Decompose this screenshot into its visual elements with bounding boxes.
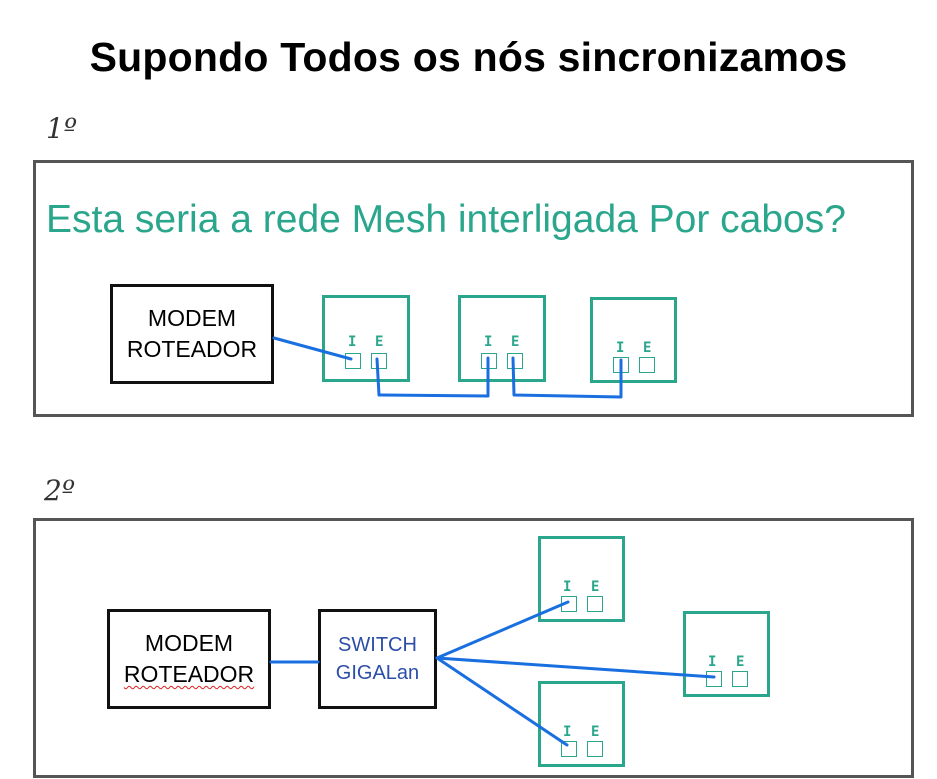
mesh-node-top: I E [538, 536, 625, 622]
port-e [732, 671, 748, 687]
port-i [561, 596, 577, 612]
scenario-1-question: Esta seria a rede Mesh interligada Por c… [46, 198, 846, 241]
port-i-label: I [708, 654, 717, 670]
step-1-label: 1º [46, 112, 77, 145]
mesh-node-bottom: I E [538, 681, 625, 767]
router-label: ROTEADOR [126, 336, 258, 362]
port-e [507, 353, 523, 369]
step-2-label: 2º [44, 474, 75, 507]
port-e-label: E [591, 579, 600, 595]
port-e [639, 357, 655, 373]
modem-label: MODEM [147, 305, 237, 331]
port-i [613, 357, 629, 373]
port-i [481, 353, 497, 369]
scenario-1-panel [33, 160, 914, 417]
router-label: ROTEADOR [123, 661, 255, 687]
mesh-node-right: I E [683, 611, 770, 697]
port-i-label: I [484, 334, 493, 350]
port-e [371, 353, 387, 369]
mesh-node-1: I E [322, 295, 410, 382]
port-e-label: E [511, 334, 520, 350]
port-e-label: E [375, 334, 384, 350]
page-title: Supondo Todos os nós sincronizamos [89, 34, 848, 80]
port-i [706, 671, 722, 687]
modem-router-box: MODEM ROTEADOR [107, 609, 271, 709]
switch-model-label: GIGALan [335, 662, 420, 684]
port-i-label: I [348, 334, 357, 350]
port-i [345, 353, 361, 369]
switch-box: SWITCH GIGALan [318, 609, 437, 709]
port-i [561, 741, 577, 757]
scenario-2-panel [33, 518, 914, 778]
port-e-label: E [591, 724, 600, 740]
port-i-label: I [563, 579, 572, 595]
port-e [587, 596, 603, 612]
switch-label: SWITCH [338, 634, 417, 656]
mesh-node-3: I E [590, 297, 677, 383]
port-e-label: E [736, 654, 745, 670]
modem-router-box: MODEM ROTEADOR [110, 284, 274, 384]
port-i-label: I [563, 724, 572, 740]
port-i-label: I [616, 340, 625, 356]
port-e [587, 741, 603, 757]
modem-label: MODEM [144, 630, 234, 656]
port-e-label: E [643, 340, 652, 356]
mesh-node-2: I E [458, 295, 546, 382]
